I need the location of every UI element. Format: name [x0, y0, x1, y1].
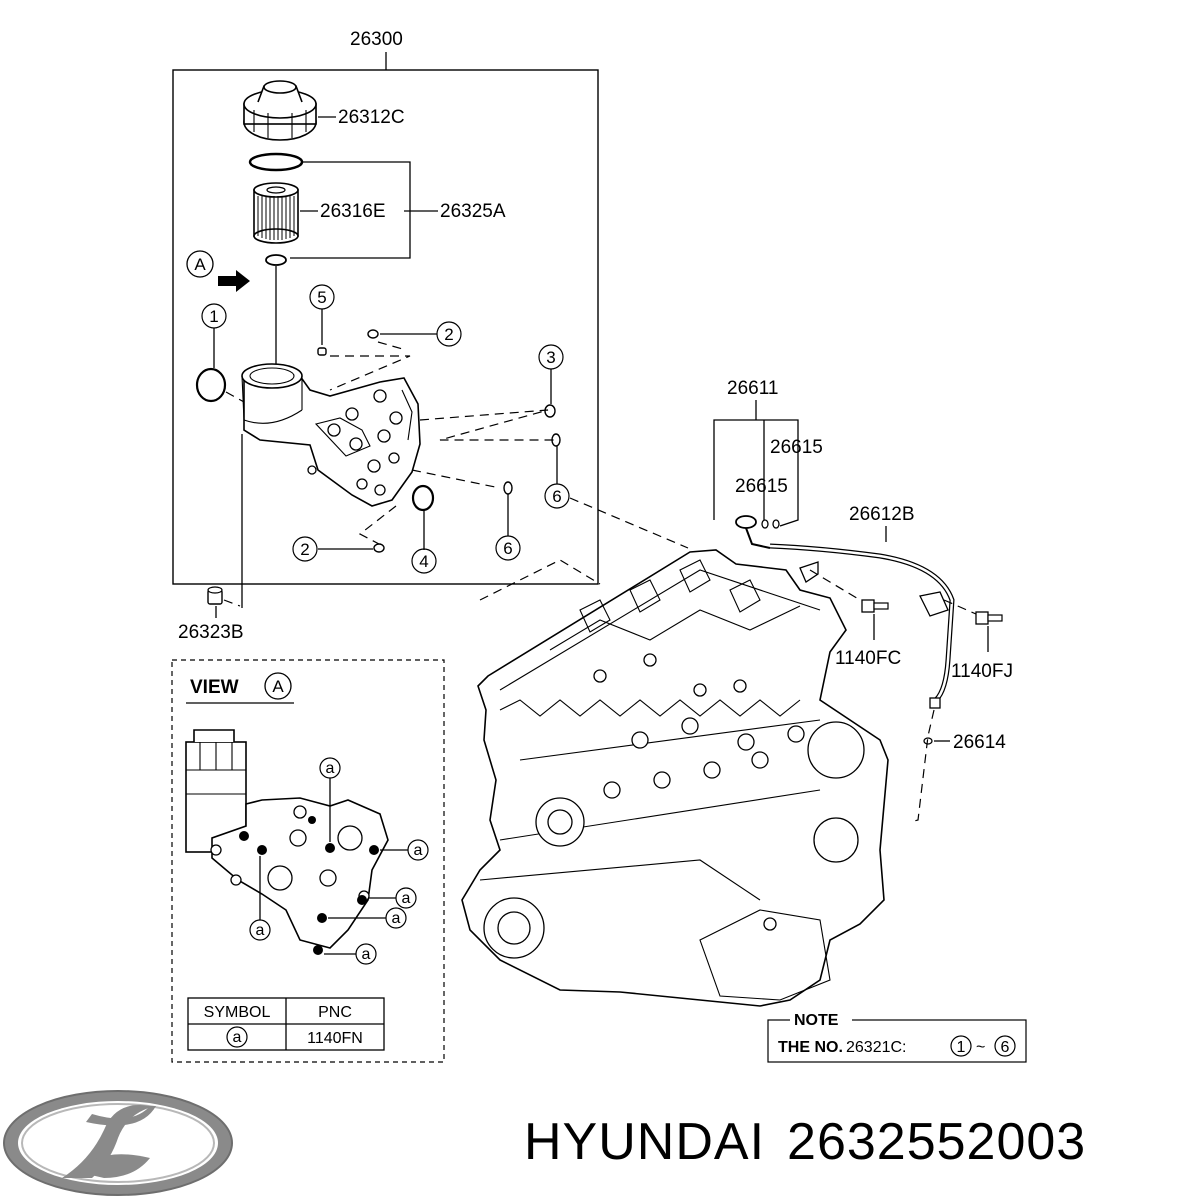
svg-text:3: 3: [546, 348, 555, 367]
note-part[interactable]: 26321C:: [846, 1039, 907, 1056]
bolt-1140fj[interactable]: [975, 611, 1003, 625]
view-title: VIEW: [190, 677, 239, 698]
svg-text:a: a: [256, 922, 265, 939]
symbol-a-callouts: a a a a a a: [249, 757, 429, 965]
o-ring-26614[interactable]: [923, 737, 933, 745]
gasket-4[interactable]: [411, 484, 435, 512]
note-box: NOTE THE NO. 26321C: 1 ~ 6: [767, 1010, 1027, 1063]
callout-circle-2-top[interactable]: 2: [436, 321, 462, 347]
callout-26312c[interactable]: 26312C: [338, 107, 405, 128]
footer-part-identifier: HYUNDAI 2632552003: [524, 1112, 1194, 1172]
o-ring-26615-b[interactable]: [772, 519, 780, 529]
callout-26611[interactable]: 26611: [727, 378, 778, 399]
svg-text:a: a: [326, 760, 335, 777]
hyundai-logo: [3, 1090, 233, 1196]
engine-block: [461, 549, 889, 1007]
callout-circle-5[interactable]: 5: [309, 284, 335, 310]
note-range-start: 1: [957, 1039, 966, 1056]
footer-brand: HYUNDAI: [524, 1113, 766, 1171]
svg-text:a: a: [402, 890, 411, 907]
svg-text:6: 6: [552, 487, 561, 506]
view-a-marker[interactable]: [186, 250, 214, 278]
o-ring-2-top[interactable]: [367, 329, 379, 339]
callout-circle-2-lower[interactable]: 2: [292, 536, 318, 562]
callout-26300[interactable]: 26300: [350, 29, 403, 50]
callout-26615-lower[interactable]: 26615: [735, 476, 788, 497]
svg-text:a: a: [392, 910, 401, 927]
svg-text:1: 1: [209, 307, 218, 326]
table-cell-pnc[interactable]: 1140FN: [307, 1030, 363, 1047]
view-title-marker: [264, 672, 292, 700]
svg-text:4: 4: [419, 552, 428, 571]
callout-26615-upper[interactable]: 26615: [770, 437, 823, 458]
footer-part-number: 2632552003: [787, 1113, 1087, 1171]
table-header-pnc: PNC: [318, 1004, 352, 1021]
callout-1140fj[interactable]: 1140FJ: [951, 661, 1013, 682]
view-a-letter: A: [194, 255, 206, 274]
seal-5[interactable]: [317, 347, 327, 356]
callout-26325a[interactable]: 26325A: [440, 201, 506, 222]
oil-filter-element[interactable]: [253, 182, 299, 244]
callout-26323b[interactable]: 26323B: [178, 622, 244, 643]
view-a-panel: VIEW A: [171, 659, 445, 1063]
gasket-1[interactable]: [195, 367, 227, 403]
svg-text:a: a: [362, 946, 371, 963]
note-prefix: THE NO.: [778, 1039, 843, 1056]
svg-text:5: 5: [317, 288, 326, 307]
o-ring-26615-a[interactable]: [761, 519, 769, 529]
callout-26614[interactable]: 26614: [953, 732, 1006, 753]
assembly-frame: [172, 69, 599, 585]
o-ring-3[interactable]: [544, 404, 556, 418]
dipstick-guide-26611[interactable]: [735, 515, 771, 549]
callout-26612b[interactable]: 26612B: [849, 504, 915, 525]
o-ring-2-lower[interactable]: [373, 543, 385, 553]
callout-circle-3[interactable]: 3: [538, 344, 564, 370]
view-direction-arrow: [218, 270, 250, 292]
housing-side-view: [185, 729, 389, 955]
oil-filter-housing[interactable]: [241, 363, 421, 507]
svg-text:a: a: [414, 842, 423, 859]
symbol-table: SYMBOL PNC a 1140FN: [187, 997, 385, 1051]
note-tilde: ~: [976, 1039, 985, 1056]
dipstick-tube-26612b[interactable]: [769, 543, 955, 709]
callout-1140fc[interactable]: 1140FC: [835, 648, 901, 669]
oil-filter-cap[interactable]: [243, 80, 317, 141]
plug-26323b[interactable]: [207, 586, 223, 605]
svg-text:2: 2: [300, 540, 309, 559]
table-header-symbol: SYMBOL: [204, 1004, 271, 1021]
bolt-1140fc[interactable]: [861, 599, 889, 613]
callout-26316e[interactable]: 26316E: [320, 201, 386, 222]
callout-circle-1[interactable]: 1: [201, 303, 227, 329]
o-ring-6-lower[interactable]: [503, 481, 513, 495]
note-range-end: 6: [1001, 1039, 1010, 1056]
svg-text:A: A: [272, 677, 284, 696]
svg-text:2: 2: [444, 325, 453, 344]
table-cell-symbol: a: [233, 1029, 242, 1046]
oil-filter-assembly-group: 26300 26312C: [172, 29, 599, 585]
filter-small-o-ring[interactable]: [265, 254, 287, 266]
callout-circle-6-lower[interactable]: 6: [495, 535, 521, 561]
callout-circle-6-right[interactable]: 6: [544, 483, 570, 509]
note-heading: NOTE: [794, 1012, 839, 1029]
callout-circle-4[interactable]: 4: [411, 548, 437, 574]
svg-text:6: 6: [503, 539, 512, 558]
filter-cap-o-ring[interactable]: [248, 152, 304, 172]
